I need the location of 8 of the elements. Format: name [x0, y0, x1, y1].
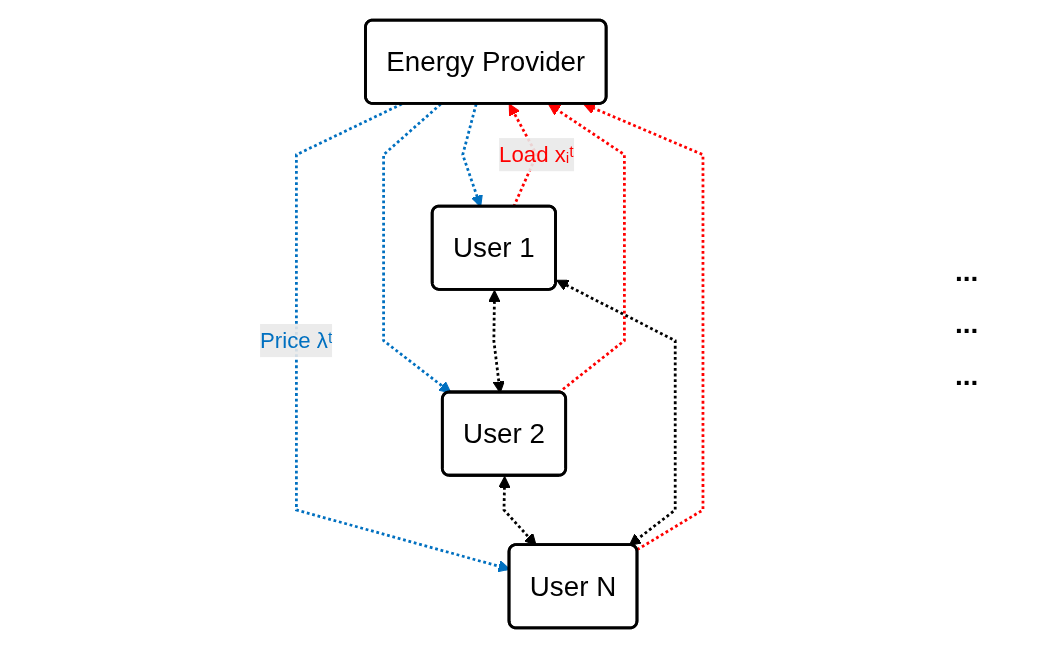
arrow	[548, 103, 626, 394]
ellipsis-label: ...	[955, 360, 980, 392]
edge-label: Price λᵗ	[260, 328, 333, 352]
arrow	[556, 279, 677, 546]
edge-label: Load xᵢᵗ	[499, 142, 575, 166]
ellipsis-label: ...	[955, 308, 980, 340]
arrow	[382, 103, 452, 394]
ellipsis-label: ...	[955, 256, 980, 288]
